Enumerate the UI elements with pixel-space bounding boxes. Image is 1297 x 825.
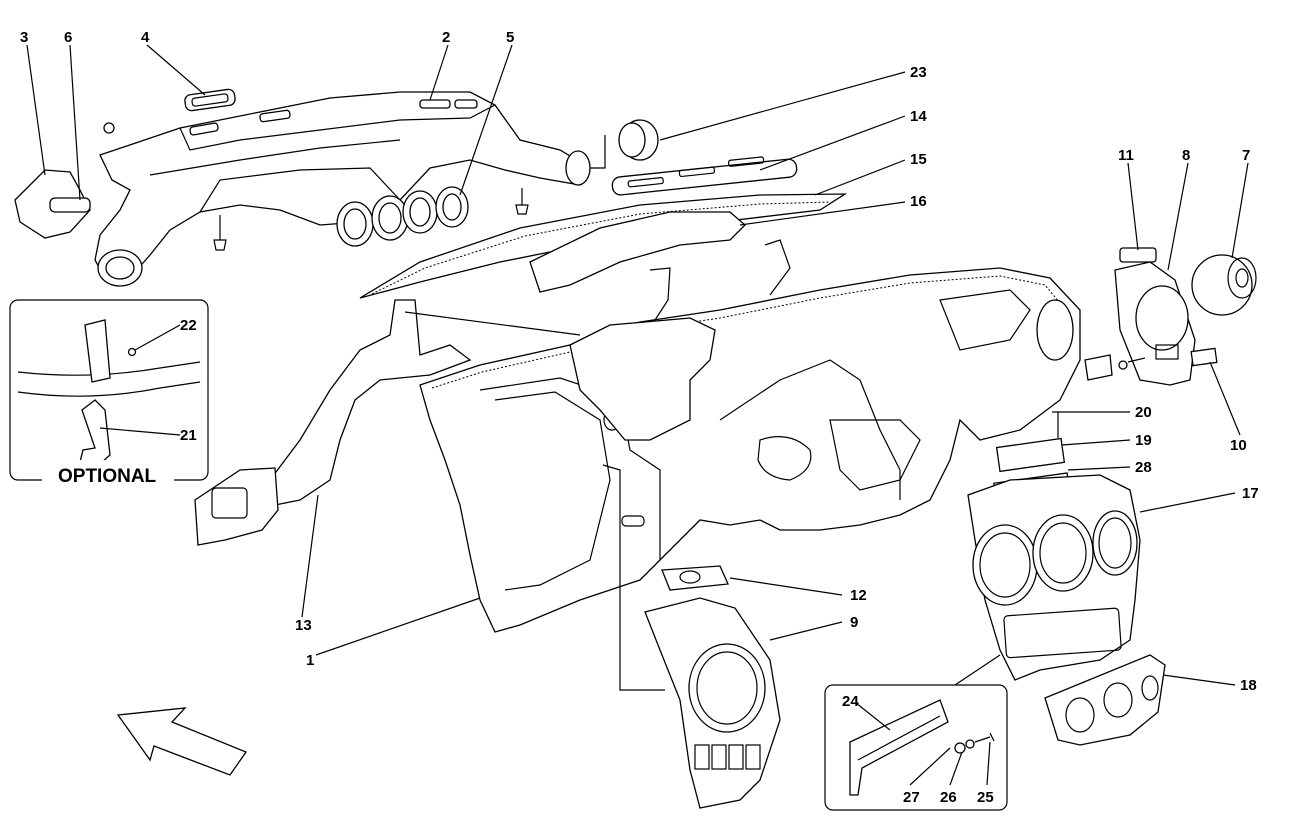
callout-4: 4 [141,29,150,46]
callout-16: 16 [910,193,927,210]
callout-26: 26 [940,789,957,806]
callout-23: 23 [910,64,927,81]
switch-part-12 [661,565,729,591]
callout-6: 6 [64,29,72,46]
optional-inset [9,299,209,486]
optional-label: OPTIONAL [58,466,157,487]
callout-27: 27 [903,789,920,806]
right-side-parts [1084,247,1257,386]
callout-24: 24 [842,693,859,710]
dash-top-panels [359,156,848,299]
callout-14: 14 [910,108,927,125]
main-dashboard-frame [194,239,1081,633]
callout-20: 20 [1135,404,1152,421]
callout-13: 13 [295,617,312,634]
callout-11: 11 [1118,147,1134,164]
callout-17: 17 [1242,485,1259,502]
callout-8: 8 [1182,147,1190,164]
callout-7: 7 [1242,147,1250,164]
bracket-inset [824,684,1008,811]
callout-22: 22 [180,317,197,334]
ring-part-23 [590,119,659,169]
callout-28: 28 [1135,459,1152,476]
callout-labels: 3 6 4 2 5 23 14 15 16 11 8 7 10 20 19 28… [20,29,1259,806]
callout-2: 2 [442,29,450,46]
callout-3: 3 [20,29,28,46]
callout-21: 21 [180,427,197,444]
direction-arrow-icon [116,707,247,776]
callout-25: 25 [977,789,994,806]
leader-lines [26,44,1249,786]
callout-18: 18 [1240,677,1257,694]
callout-19: 19 [1135,432,1152,449]
center-console-parts [967,411,1166,746]
lower-cover-part-9 [602,464,781,809]
air-duct-assembly [14,88,591,287]
callout-12: 12 [850,587,867,604]
callout-9: 9 [850,614,858,631]
callout-1: 1 [306,652,314,669]
callout-15: 15 [910,151,927,168]
callout-5: 5 [506,29,514,46]
callout-10: 10 [1230,437,1247,454]
